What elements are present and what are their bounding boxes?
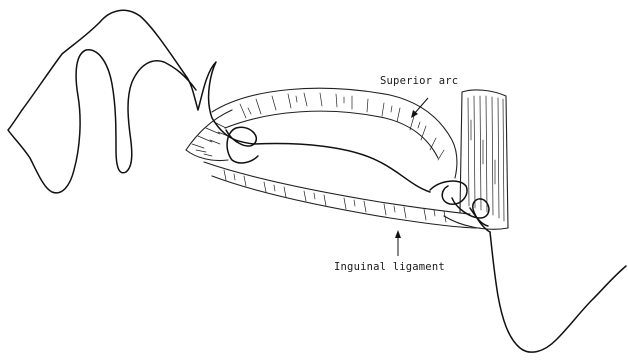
suture-through-tissue	[254, 144, 430, 192]
suture-free-end-right	[490, 232, 626, 352]
left-tissue-end	[186, 110, 258, 163]
superior-arc-tissue	[212, 88, 457, 178]
inguinal-ligament-label: Inguinal ligament	[334, 261, 445, 273]
suture-free-end-left	[8, 10, 254, 193]
right-tissue-block	[444, 90, 508, 229]
superior-arc-label: Superior arc	[380, 75, 458, 87]
superior-arc-pointer	[411, 98, 428, 118]
inguinal-ligament-tissue	[204, 162, 480, 228]
inguinal-ligament-pointer	[395, 230, 401, 256]
